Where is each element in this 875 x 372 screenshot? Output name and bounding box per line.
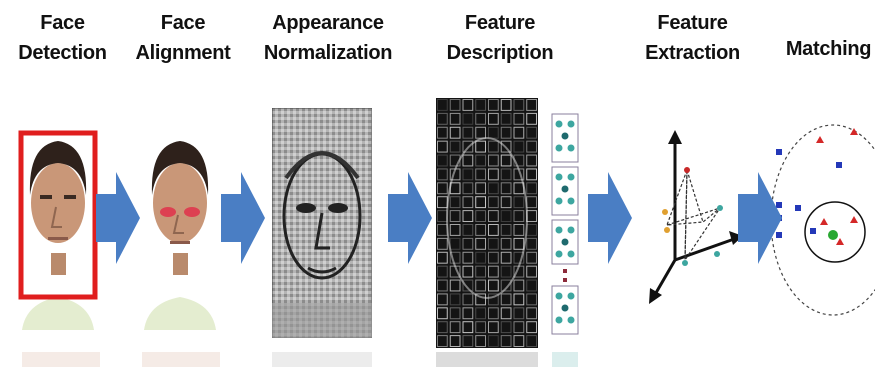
title-face-detection: Face Detection xyxy=(10,8,115,68)
title-matching: Matching xyxy=(782,34,875,64)
arrow-right-3 xyxy=(388,172,432,264)
arrow-right-5 xyxy=(738,172,782,264)
descriptor-histogram-column xyxy=(550,112,582,337)
feature-extraction-axes xyxy=(645,130,745,305)
feature-description-grid xyxy=(436,98,538,348)
arrow-right-4 xyxy=(588,172,632,264)
normalized-face-image xyxy=(272,108,372,338)
detected-face-photo xyxy=(18,125,98,330)
title-feature-extraction: Feature Extraction xyxy=(635,8,750,68)
reflection-strip xyxy=(20,352,850,367)
matching-plot xyxy=(770,120,875,320)
aligned-face-photo xyxy=(140,125,220,330)
arrow-right-1 xyxy=(96,172,140,264)
title-feature-description: Feature Description xyxy=(435,8,565,68)
title-appearance-normalization: Appearance Normalization xyxy=(258,8,398,68)
arrow-right-2 xyxy=(221,172,265,264)
title-face-alignment: Face Alignment xyxy=(128,8,238,68)
